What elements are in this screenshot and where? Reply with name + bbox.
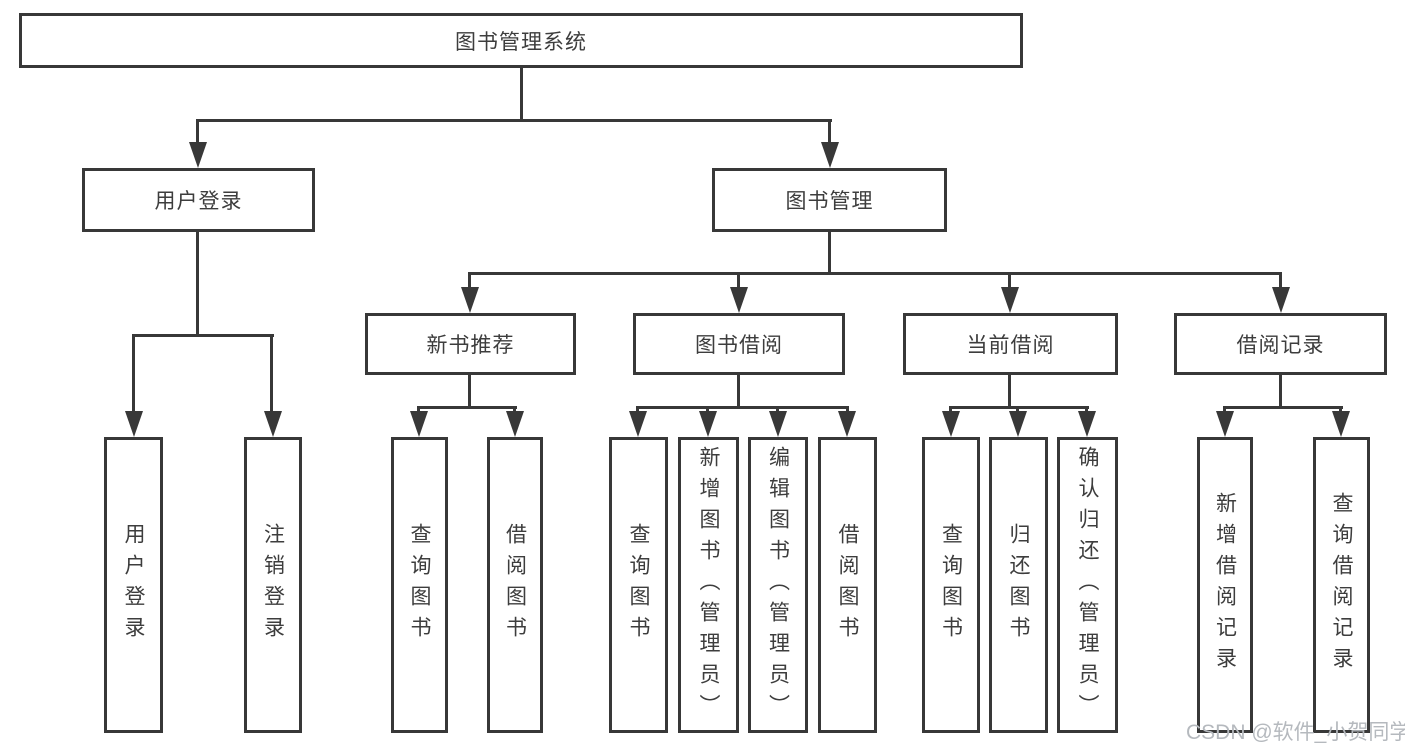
connector-shaft-book-borrow: [737, 272, 740, 289]
node-borrow-records-label: 借阅记录: [1236, 334, 1325, 357]
leaf-br-add-record-label: 新增借阅记录: [1213, 492, 1237, 678]
node-new-book-recommend: 新书推荐: [365, 313, 576, 375]
connector-shaft-nb-2: [513, 406, 516, 415]
leaf-nb-borrow-books: 借阅图书: [487, 437, 543, 733]
leaf-cb-confirm-return-admin: 确认归还（管理员）: [1057, 437, 1118, 733]
leaf-bb-edit-books-admin-label: 编辑图书（管理员）: [766, 445, 790, 725]
leaf-nb-query-books: 查询图书: [391, 437, 448, 733]
leaf-logout: 注销登录: [244, 437, 302, 733]
connector-shaft-book-management: [828, 119, 831, 144]
connector-shaft-cb-3: [1085, 406, 1088, 415]
connector-user-login-bar: [133, 334, 274, 337]
arrowhead-down: [1078, 411, 1096, 437]
leaf-cb-query-books: 查询图书: [922, 437, 980, 733]
connector-book-borrow-trunk: [737, 375, 740, 408]
leaf-br-query-record: 查询借阅记录: [1313, 437, 1370, 733]
connector-shaft-br-2: [1339, 406, 1342, 415]
arrowhead-down: [699, 411, 717, 437]
arrowhead-down: [125, 411, 143, 437]
connector-root-trunk: [520, 68, 523, 120]
leaf-bb-query-books-label: 查询图书: [627, 523, 650, 647]
node-new-book-recommend-label: 新书推荐: [426, 334, 515, 357]
arrowhead-down: [629, 411, 647, 437]
connector-shaft-new-book-recommend: [468, 272, 471, 289]
connector-new-book-bar: [419, 406, 517, 409]
connector-shaft-bb-3: [776, 406, 779, 415]
arrowhead-down: [769, 411, 787, 437]
node-borrow-records: 借阅记录: [1174, 313, 1387, 375]
leaf-cb-return-books-label: 归还图书: [1007, 523, 1030, 647]
node-book-management: 图书管理: [712, 168, 947, 232]
connector-shaft-cb-1: [949, 406, 952, 415]
leaf-br-add-record: 新增借阅记录: [1197, 437, 1253, 733]
node-user-login: 用户登录: [82, 168, 315, 232]
connector-shaft-leaf-user-login: [132, 334, 135, 413]
connector-book-borrow-bar: [638, 406, 849, 409]
leaf-nb-query-books-label: 查询图书: [408, 523, 431, 647]
leaf-br-query-record-label: 查询借阅记录: [1330, 492, 1353, 678]
leaf-logout-label: 注销登录: [261, 523, 285, 647]
connector-shaft-bb-2: [706, 406, 709, 415]
leaf-bb-borrow-books-label: 借阅图书: [836, 523, 859, 647]
leaf-bb-borrow-books: 借阅图书: [818, 437, 877, 733]
leaf-bb-add-books-admin-label: 新增图书（管理员）: [697, 445, 720, 725]
arrowhead-down: [461, 287, 479, 313]
leaf-user-login: 用户登录: [104, 437, 163, 733]
arrowhead-down: [189, 142, 207, 168]
connector-shaft-current-borrow: [1008, 272, 1011, 289]
leaf-nb-borrow-books-label: 借阅图书: [503, 523, 527, 647]
leaf-bb-edit-books-admin: 编辑图书（管理员）: [748, 437, 808, 733]
arrowhead-down: [942, 411, 960, 437]
connector-shaft-borrow-records: [1279, 272, 1282, 289]
connector-shaft-leaf-logout: [270, 334, 273, 413]
connector-level3-bar: [470, 272, 1282, 275]
leaf-cb-confirm-return-admin-label: 确认归还（管理员）: [1076, 445, 1099, 725]
connector-shaft-bb-4: [846, 406, 849, 415]
connector-new-book-trunk: [468, 375, 471, 408]
node-book-management-label: 图书管理: [785, 190, 874, 213]
arrowhead-down: [1009, 411, 1027, 437]
connector-current-borrow-bar: [951, 406, 1089, 409]
leaf-bb-query-books: 查询图书: [609, 437, 668, 733]
arrowhead-down: [821, 142, 839, 168]
connector-level2-bar: [197, 119, 832, 122]
node-root-label: 图书管理系统: [455, 30, 587, 54]
node-book-borrow: 图书借阅: [633, 313, 845, 375]
node-current-borrow-label: 当前借阅: [966, 334, 1055, 357]
arrowhead-down: [1332, 411, 1350, 437]
arrowhead-down: [264, 411, 282, 437]
leaf-cb-query-books-label: 查询图书: [939, 523, 963, 647]
connector-shaft-user-login: [196, 119, 199, 144]
connector-borrow-records-trunk: [1279, 375, 1282, 408]
node-book-borrow-label: 图书借阅: [695, 334, 783, 357]
arrowhead-down: [1272, 287, 1290, 313]
arrowhead-down: [506, 411, 524, 437]
csdn-watermark: CSDN @软件_小贺同学: [1186, 721, 1405, 744]
leaf-bb-add-books-admin: 新增图书（管理员）: [678, 437, 739, 733]
node-user-login-label: 用户登录: [154, 190, 243, 213]
connector-book-management-trunk: [828, 232, 831, 275]
arrowhead-down: [838, 411, 856, 437]
connector-shaft-nb-1: [417, 406, 420, 415]
connector-current-borrow-trunk: [1008, 375, 1011, 408]
connector-shaft-bb-1: [636, 406, 639, 415]
leaf-user-login-label: 用户登录: [122, 523, 145, 647]
leaf-cb-return-books: 归还图书: [989, 437, 1048, 733]
connector-borrow-records-bar: [1225, 406, 1343, 409]
node-current-borrow: 当前借阅: [903, 313, 1118, 375]
connector-user-login-trunk: [196, 232, 199, 336]
arrowhead-down: [1216, 411, 1234, 437]
connector-shaft-br-1: [1223, 406, 1226, 415]
arrowhead-down: [730, 287, 748, 313]
arrowhead-down: [1001, 287, 1019, 313]
node-root: 图书管理系统: [19, 13, 1023, 68]
arrowhead-down: [410, 411, 428, 437]
connector-shaft-cb-2: [1016, 406, 1019, 415]
